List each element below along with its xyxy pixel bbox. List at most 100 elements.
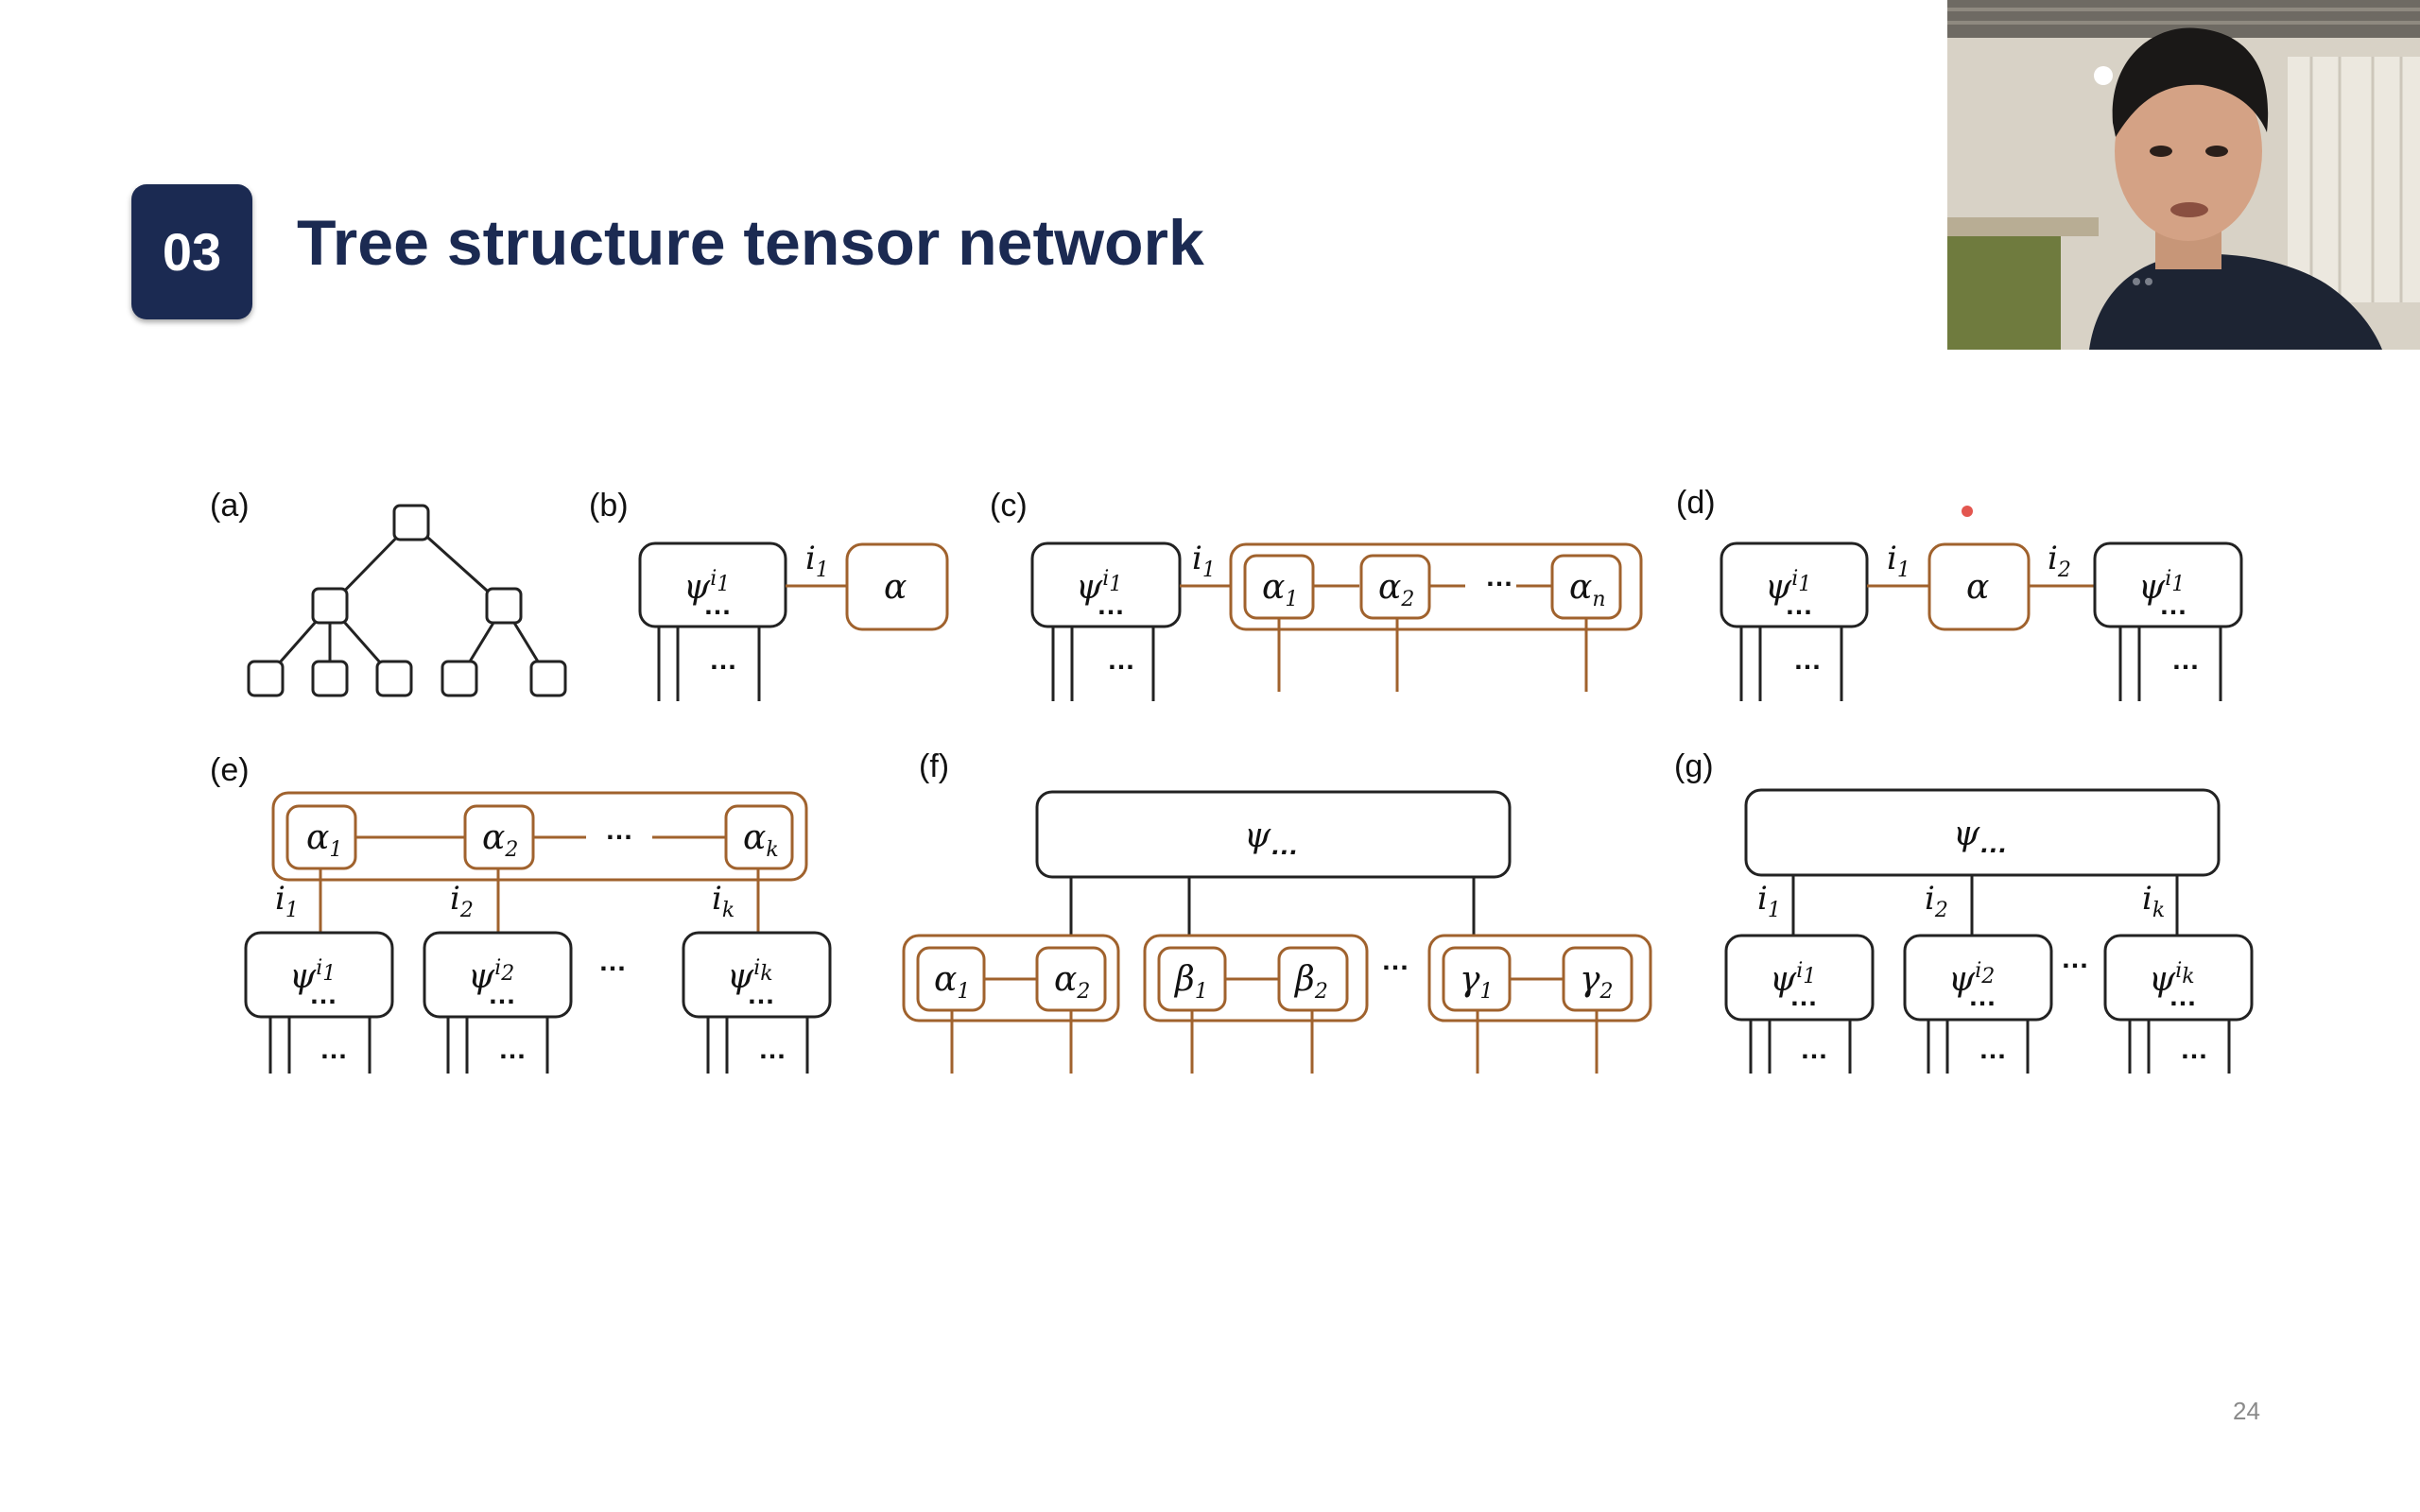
leg-dots: … [2171,644,2200,676]
alpha-core-box [1243,554,1315,620]
psi-sub-dots: … [1097,590,1125,621]
psi-sub-dots: … [2159,590,2187,621]
alpha-core-box [285,804,357,870]
tree-node [485,587,523,625]
link-index-1: i1 [1757,880,1781,922]
alpha-n-symbol: αn [1569,568,1605,611]
alpha-1-symbol: α1 [306,818,342,862]
psi-sub-dots: … [488,979,516,1010]
mps-group-box [1229,542,1643,631]
leg-dots: … [2180,1034,2208,1065]
link-index-2: i2 [2048,540,2071,582]
tree-leaf-node [311,660,349,697]
psi-sub-dots: … [2169,981,2197,1012]
psi-symbol: ψi1 [1076,567,1122,607]
psi-1-symbol: ψi1 [1770,959,1816,999]
psi-left-symbol: ψi1 [1765,567,1811,607]
core-group-box [1143,934,1369,1022]
psi-sub-dots: … [1968,981,1996,1012]
link-index-k: ik [712,880,735,922]
psi-sub-dots: … [1785,590,1813,621]
alpha-symbol: α [884,568,907,607]
panel-b: (b) ψi1 … … i1 α [589,488,949,701]
psi-top-symbol: ψ… [1953,815,2008,859]
panel-e-label: (e) [210,752,250,788]
alpha-core-box [1035,946,1107,1012]
panel-b-label: (b) [589,488,629,524]
alpha-k-symbol: αk [743,818,779,862]
alpha-core-box [1359,554,1431,620]
panel-e: (e) α1 α2 … αk i1 i2 ik [210,752,832,1074]
alpha-core-box [463,804,535,870]
slide-title: Tree structure tensor network [297,207,1204,279]
psi-top-box [1035,790,1512,879]
beta-2-symbol: β2 [1293,960,1328,1004]
leg-dots: … [709,644,737,676]
alpha-core-box [916,946,986,1012]
psi-right-box [2093,541,2243,628]
link-index-2: i2 [1925,880,1948,922]
panel-f-label: (f) [919,748,949,784]
panel-g: (g) ψ… i1 i2 ik ψi1 ψi2 ψik … … [1674,748,2254,1074]
leg-dots: … [1979,1034,2007,1065]
beta-core-box [1277,946,1349,1012]
panel-g-label: (g) [1674,748,1714,784]
psi-tensor-box [682,931,832,1019]
psi-1-symbol: ψi1 [289,956,336,996]
psi-tensor-box [244,931,394,1019]
between-dots: … [598,946,627,977]
laser-pointer-icon [1962,506,1973,517]
panel-c-label: (c) [990,488,1028,524]
psi-symbol: ψi1 [683,567,730,607]
between-dots: … [1381,945,1409,976]
alpha-2-symbol: α2 [482,818,518,862]
panel-c: (c) ψi1 … … i1 α1 [990,488,1643,701]
beta-1-symbol: β1 [1173,960,1208,1004]
chain-dots: … [1485,561,1513,593]
psi-tensor-box [1724,934,1875,1022]
gamma-2-symbol: γ2 [1580,960,1614,1004]
alpha-core-box [1550,554,1622,620]
chain-dots: … [605,815,633,846]
alpha-2-symbol: α2 [1054,960,1090,1004]
psi-sub-dots: … [747,979,775,1010]
beta-core-box [1157,946,1227,1012]
tree-root-node [392,504,430,541]
tree-node [311,587,349,625]
tree-leaf-node [247,660,285,697]
leg-dots: … [758,1034,786,1065]
psi-top-box [1744,788,2221,877]
webcam-feed [1947,0,2420,350]
link-index-1: i1 [1887,540,1910,582]
tree-nodes [247,504,567,697]
core-group-box [271,791,808,882]
alpha-2-symbol: α2 [1378,568,1414,611]
tree-leaf-node [375,660,413,697]
alpha-1-symbol: α1 [1262,568,1298,611]
gamma-core-box [1562,946,1634,1012]
psi-k-symbol: ψik [2149,959,2195,999]
between-dots: … [2061,943,2089,974]
psi-tensor-box [1903,934,2053,1022]
psi-sub-dots: … [703,590,732,621]
panel-d-label: (d) [1676,485,1716,521]
leg-dots: … [1793,644,1822,676]
psi-tensor-box [2103,934,2254,1022]
page-number: 24 [2233,1397,2260,1425]
psi-sub-dots: … [309,979,337,1010]
link-index-k: ik [2142,880,2165,922]
core-group-box [902,934,1120,1022]
link-index: i1 [805,540,829,582]
psi-2-symbol: ψi2 [468,956,514,996]
link-index-2: i2 [450,880,474,922]
alpha-core-box [724,804,794,870]
alpha-symbol: α [1966,568,1989,607]
section-badge: 03 [131,184,252,319]
leg-dots: … [1107,644,1135,676]
panel-a-label: (a) [210,488,250,524]
leg-dots: … [320,1034,348,1065]
psi-2-symbol: ψi2 [1948,959,1995,999]
alpha-1-symbol: α1 [934,960,970,1004]
psi-k-symbol: ψik [727,956,773,996]
